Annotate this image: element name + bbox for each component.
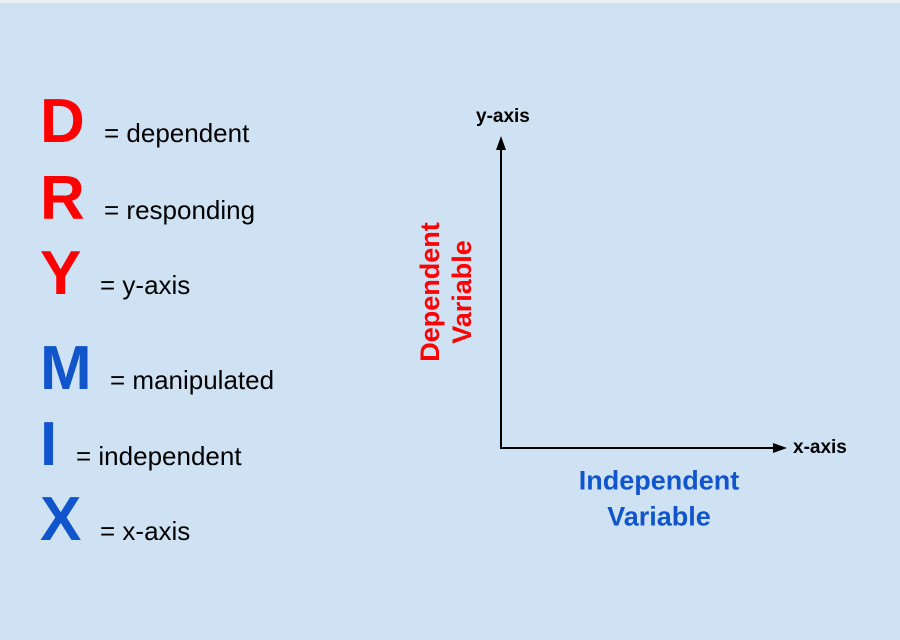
mnemonic-row-i: I = independent [40,414,242,476]
x-axis-arrowhead [773,443,787,453]
dependent-variable-line2: Variable [447,240,477,344]
mnemonic-letter-x: X [40,485,82,554]
x-axis-label: x-axis [793,437,847,458]
independent-variable-line1: Independent [578,465,740,496]
dependent-variable-line1: Dependent [415,222,446,362]
dependent-variable-label: Dependent Variable [415,222,479,362]
y-axis-arrowhead [496,136,506,150]
mnemonic-letter-d: D [40,87,85,156]
mnemonic-definition-x-axis: = x-axis [100,516,191,546]
independent-variable-line2: Variable [607,502,711,532]
slide-background: D = dependent R = responding Y = y-axis … [0,3,900,640]
mnemonic-letter-i: I [40,410,58,479]
mnemonic-definition-y-axis: = y-axis [100,270,191,300]
mnemonic-row-m: M = manipulated [40,338,274,400]
mnemonic-row-y: Y = y-axis [40,243,190,305]
mnemonic-definition-manipulated: = manipulated [110,365,275,395]
independent-variable-label: Independent Variable [579,463,740,536]
mnemonic-letter-r: R [40,164,85,233]
mnemonic-letter-m: M [40,334,92,403]
mnemonic-row-d: D = dependent [40,91,249,153]
mnemonic-definition-independent: = independent [76,441,242,471]
mnemonic-definition-responding: = responding [104,195,256,225]
mnemonic-definition-dependent: = dependent [104,118,250,148]
mnemonic-row-x: X = x-axis [40,489,190,551]
mnemonic-row-r: R = responding [40,168,255,230]
mnemonic-letter-y: Y [40,239,82,308]
y-axis-label: y-axis [476,106,530,127]
